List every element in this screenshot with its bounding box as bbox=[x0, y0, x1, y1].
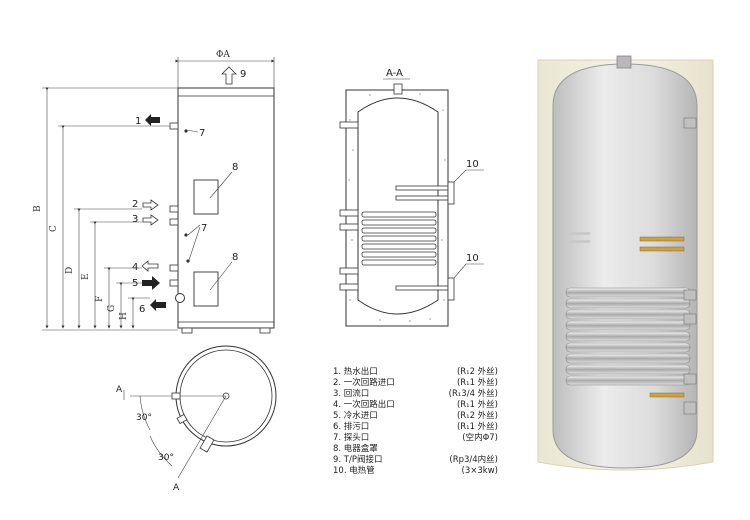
angle-label-2: 30° bbox=[158, 453, 174, 463]
callout-6: 6 bbox=[139, 304, 145, 315]
legend-item: 4. 一次回路出口 (R₁1 外丝) bbox=[333, 400, 498, 411]
legend-item: 8. 电器盒罩 bbox=[333, 444, 498, 455]
legend-item: 5. 冷水进口 (R₁2 外丝) bbox=[333, 411, 498, 422]
legend-item-label: 9. T/P阀接口 bbox=[333, 455, 383, 465]
drain-arrow-icon bbox=[150, 299, 166, 311]
dim-e: E bbox=[81, 273, 91, 280]
callout-9: 9 bbox=[240, 69, 246, 80]
outlet-arrow-icon bbox=[145, 114, 160, 126]
legend-item: 2. 一次回路进口 (R₁1 外丝) bbox=[333, 378, 498, 389]
dim-g: G bbox=[107, 305, 117, 312]
section-mark-a-top: A bbox=[116, 385, 123, 395]
dim-d: D bbox=[65, 267, 75, 274]
front-elevation: ΦA 9 8 8 7 7 1 2 bbox=[33, 50, 275, 334]
dim-c: C bbox=[49, 225, 59, 232]
heating-element-lower bbox=[649, 392, 685, 398]
cutaway-render bbox=[537, 55, 714, 471]
legend-item: 1. 热水出口 (R₁2 外丝) bbox=[333, 367, 498, 378]
legend-item-spec: (R₁2 外丝) bbox=[456, 411, 498, 421]
outlet-primary-arrow-icon bbox=[141, 260, 159, 272]
dim-diameter: ΦA bbox=[216, 50, 230, 60]
legend-item: 9. T/P阀接口 (Rp3/4内丝) bbox=[333, 455, 498, 466]
tank-front-body bbox=[177, 87, 275, 329]
callout-7a: 7 bbox=[199, 128, 205, 139]
legend-item: 10. 电热管 (3×3kw) bbox=[333, 466, 498, 477]
legend-item-spec: (空内Φ7) bbox=[462, 433, 498, 443]
heating-element-upper bbox=[639, 236, 685, 242]
section-title: A-A bbox=[386, 68, 403, 79]
tp-valve-arrow-icon bbox=[221, 66, 237, 85]
callout-3: 3 bbox=[132, 214, 138, 225]
plan-view: 30° 30° A A bbox=[116, 345, 277, 493]
angle-label-1: 30° bbox=[136, 413, 152, 423]
legend-item: 3. 回流口 (R₁3/4 外丝) bbox=[333, 389, 498, 400]
callout-7b: 7 bbox=[201, 223, 207, 234]
legend-item-label: 5. 冷水进口 bbox=[333, 411, 378, 421]
legend-item-label: 1. 热水出口 bbox=[333, 367, 378, 377]
section-mark-a-bottom: A bbox=[173, 483, 180, 493]
cold-inlet-arrow-icon bbox=[142, 276, 160, 290]
electrical-box-lower bbox=[193, 271, 219, 307]
legend-item-label: 6. 排污口 bbox=[333, 422, 370, 432]
legend-item-spec: (R₁1 外丝) bbox=[456, 422, 498, 432]
legend-item-spec: (3×3kw) bbox=[461, 466, 498, 476]
legend-item-label: 2. 一次回路进口 bbox=[333, 378, 395, 388]
connection-legend: 1. 热水出口 (R₁2 外丝) 2. 一次回路进口 (R₁1 外丝) 3. 回流口 (R… bbox=[333, 367, 498, 477]
callout-4: 4 bbox=[132, 262, 138, 273]
legend-item-label: 7. 探头口 bbox=[333, 433, 370, 443]
legend-item-label: 4. 一次回路出口 bbox=[333, 400, 395, 410]
electrical-box-upper bbox=[193, 179, 219, 215]
legend-item-spec: (R₁1 外丝) bbox=[456, 378, 498, 388]
dim-b: B bbox=[33, 205, 43, 212]
dim-f: F bbox=[95, 296, 105, 302]
callout-10a: 10 bbox=[466, 159, 479, 170]
callout-5: 5 bbox=[132, 278, 138, 289]
legend-item: 7. 探头口 (空内Φ7) bbox=[333, 433, 498, 444]
callout-8b: 8 bbox=[232, 252, 238, 263]
heat-exchanger-coil bbox=[361, 211, 437, 266]
legend-item-spec: (Rp3/4内丝) bbox=[449, 455, 498, 465]
legend-item-spec: (R₁2 外丝) bbox=[456, 367, 498, 377]
legend-item-spec: (R₁3/4 外丝) bbox=[448, 389, 498, 399]
section-a-a: A-A bbox=[339, 68, 484, 327]
callout-10b: 10 bbox=[466, 253, 479, 264]
legend-item-label: 10. 电热管 bbox=[333, 466, 375, 476]
legend-item: 6. 排污口 (R₁1 外丝) bbox=[333, 422, 498, 433]
legend-item-spec: (R₁1 外丝) bbox=[456, 400, 498, 410]
inner-tank-render bbox=[552, 63, 698, 469]
callout-8a: 8 bbox=[232, 162, 238, 173]
legend-item-label: 3. 回流口 bbox=[333, 389, 370, 399]
dim-h: H bbox=[119, 312, 129, 320]
callout-1: 1 bbox=[135, 116, 141, 127]
legend-item-label: 8. 电器盒罩 bbox=[333, 444, 378, 454]
callout-2: 2 bbox=[132, 199, 138, 210]
inner-tank-section bbox=[357, 97, 439, 315]
inlet-arrow-icon bbox=[142, 199, 159, 211]
return-arrow-icon bbox=[142, 214, 159, 226]
coil-render bbox=[565, 287, 691, 386]
